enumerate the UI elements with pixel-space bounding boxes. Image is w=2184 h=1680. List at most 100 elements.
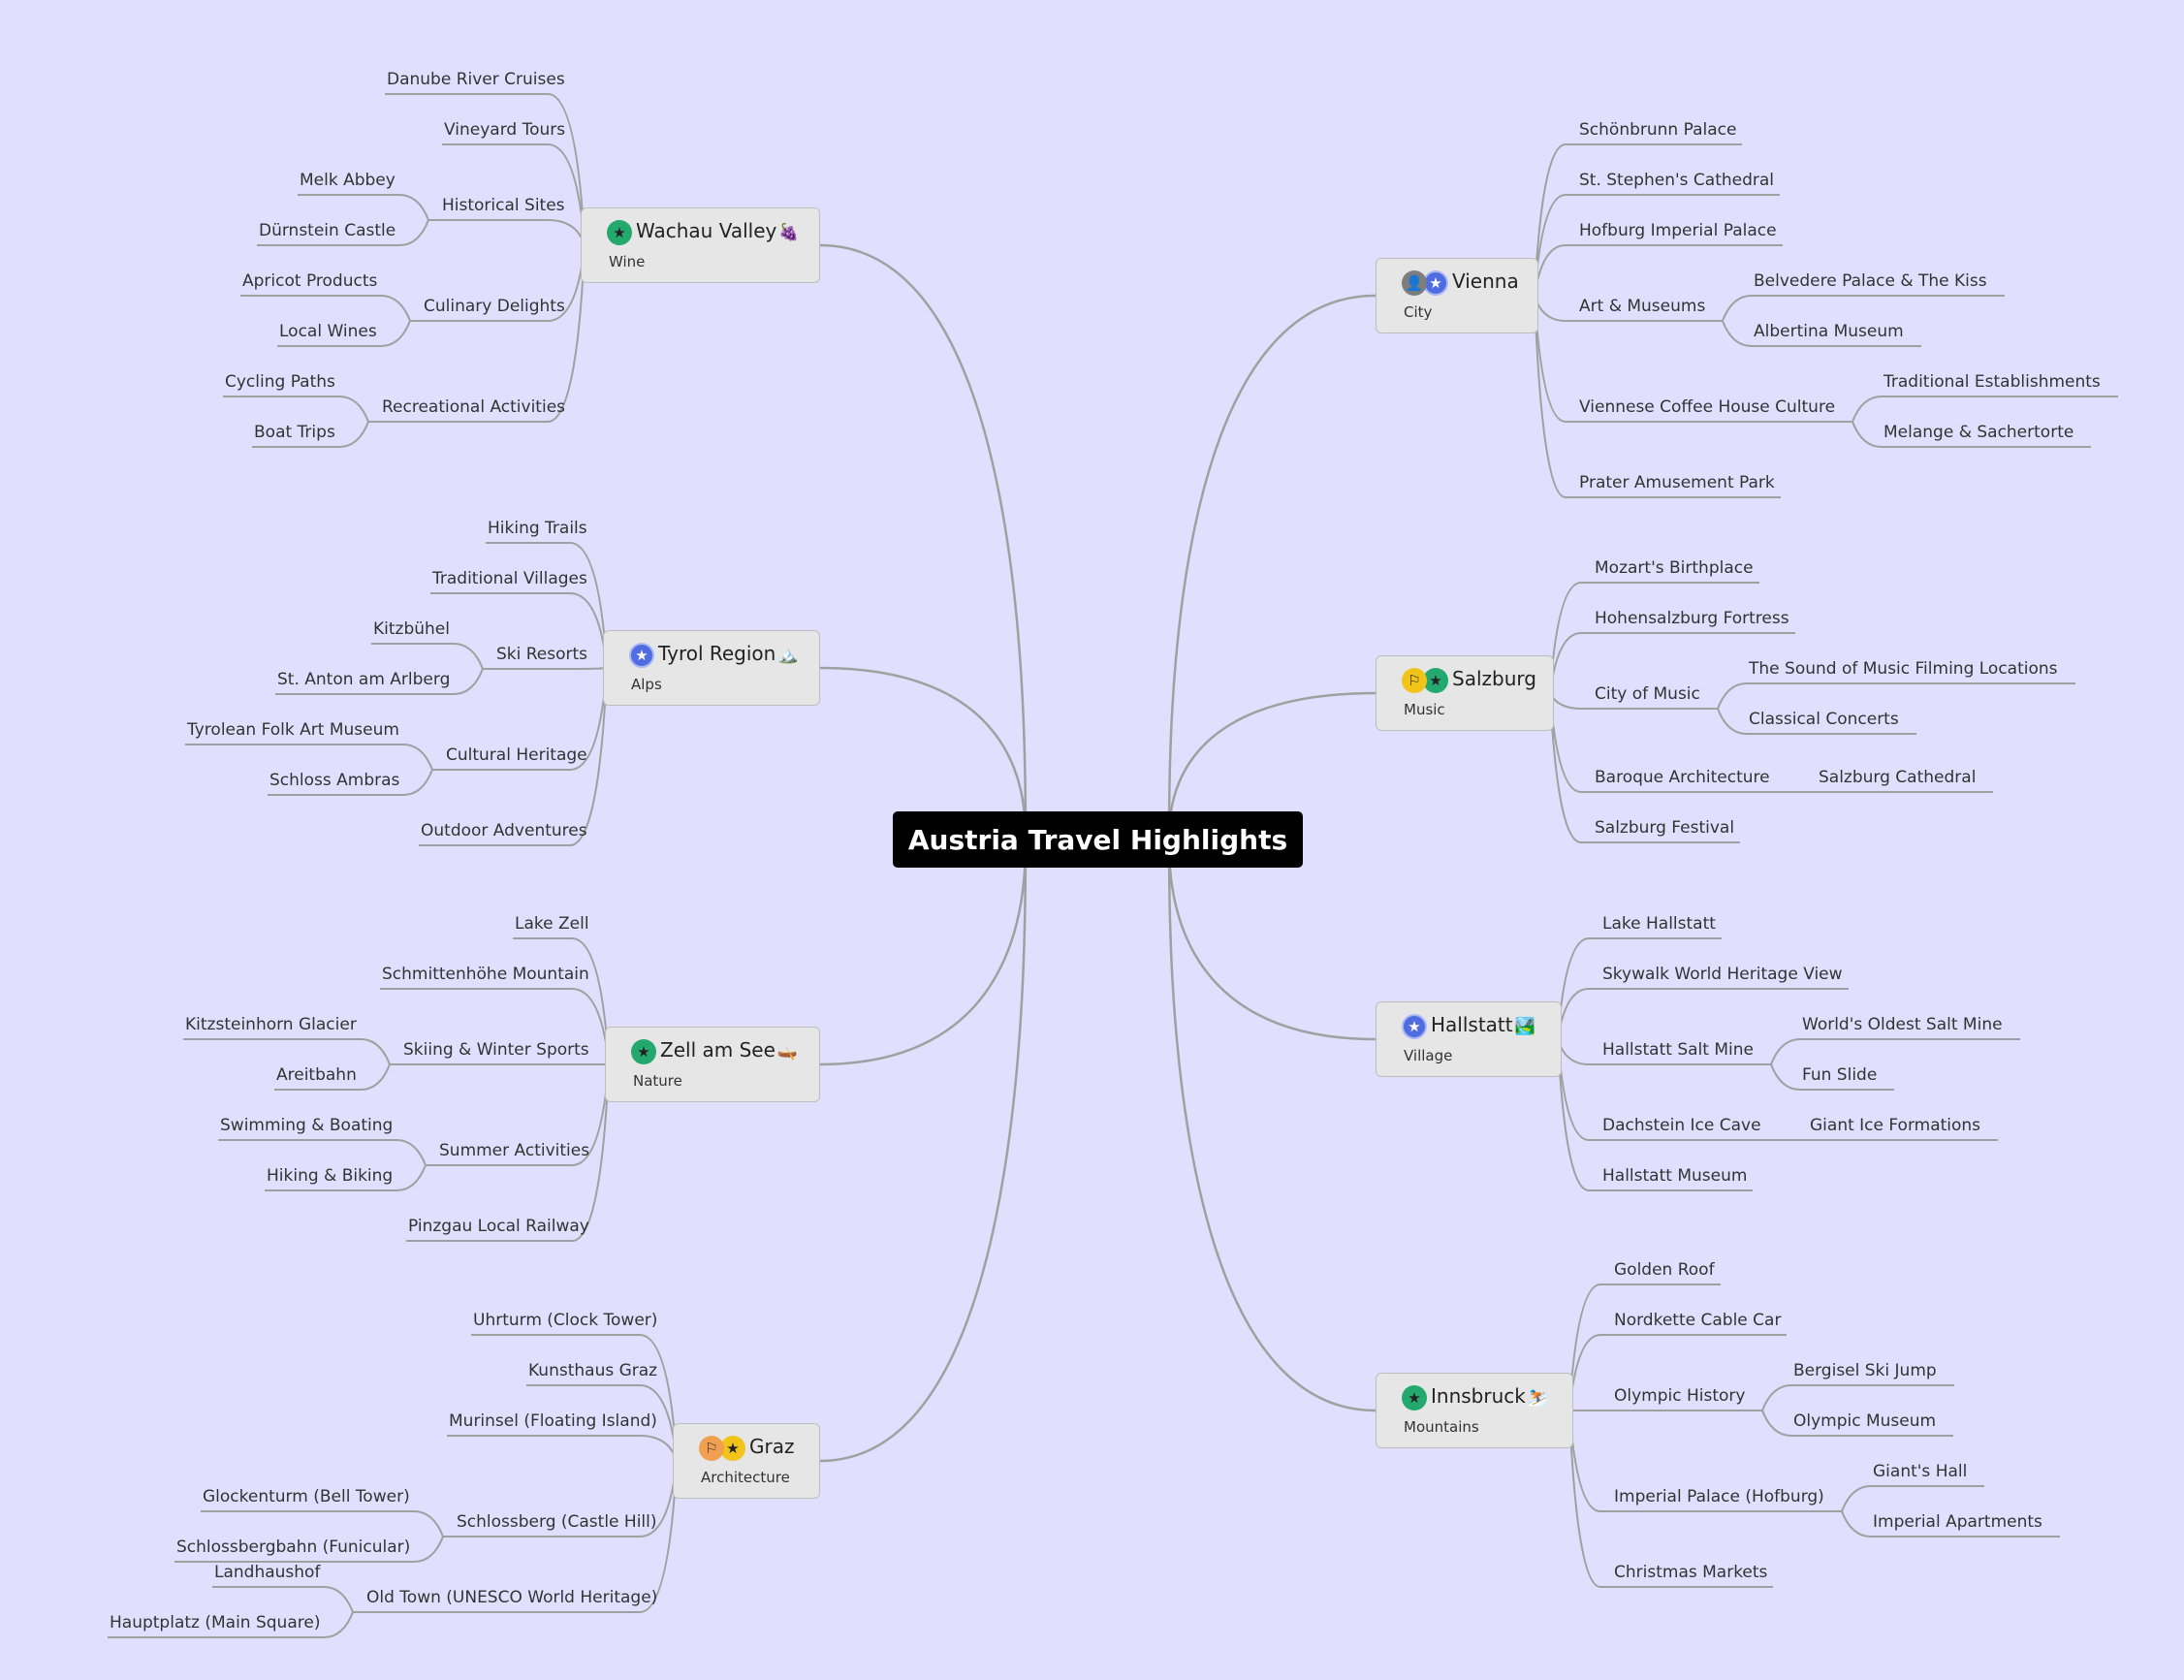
topic-innsbruck-3[interactable]: Imperial Palace (Hofburg) xyxy=(1614,1487,1824,1506)
subtopic-vienna-4-1[interactable]: Melange & Sachertorte xyxy=(1883,423,2074,442)
topic-graz-2[interactable]: Murinsel (Floating Island) xyxy=(449,1411,657,1431)
topic-zell-2[interactable]: Skiing & Winter Sports xyxy=(403,1040,589,1060)
topic-vienna-5[interactable]: Prater Amusement Park xyxy=(1579,473,1775,492)
subtopic-zell-2-1[interactable]: Areitbahn xyxy=(276,1065,357,1085)
connector-line xyxy=(108,1611,354,1638)
branch-node-innsbruck[interactable]: ★Innsbruck⛷️Mountains xyxy=(1376,1373,1573,1448)
branch-title: Graz xyxy=(749,1435,795,1458)
person-icon: 👤 xyxy=(1402,270,1427,296)
subtopic-graz-3-0[interactable]: Glockenturm (Bell Tower) xyxy=(203,1487,410,1506)
subtopic-zell-2-0[interactable]: Kitzsteinhorn Glacier xyxy=(185,1015,357,1034)
branch-node-wachau[interactable]: ★Wachau Valley🍇Wine xyxy=(581,207,820,283)
connector-line xyxy=(385,93,586,246)
topic-tyrol-2[interactable]: Ski Resorts xyxy=(496,645,588,664)
subtopic-hallstatt-3-0[interactable]: Giant Ice Formations xyxy=(1810,1116,1981,1135)
topic-wachau-1[interactable]: Vineyard Tours xyxy=(444,120,566,140)
branch-node-zell[interactable]: ★Zell am See🛶Nature xyxy=(605,1027,820,1102)
topic-hallstatt-0[interactable]: Lake Hallstatt xyxy=(1602,914,1716,934)
topic-wachau-2[interactable]: Historical Sites xyxy=(442,196,565,215)
connector-line xyxy=(218,1139,427,1166)
topic-vienna-1[interactable]: St. Stephen's Cathedral xyxy=(1579,171,1775,190)
subtopic-vienna-4-0[interactable]: Traditional Establishments xyxy=(1883,372,2101,392)
topic-salzburg-3[interactable]: Baroque Architecture xyxy=(1595,768,1770,787)
branch-node-hallstatt[interactable]: ★Hallstatt🏞️Village xyxy=(1376,1001,1562,1077)
subtopic-vienna-3-0[interactable]: Belvedere Palace & The Kiss xyxy=(1754,271,1987,291)
subtopic-vienna-3-1[interactable]: Albertina Museum xyxy=(1754,322,1904,341)
branch-title: Tyrol Region🏔️ xyxy=(658,642,799,665)
topic-wachau-4[interactable]: Recreational Activities xyxy=(382,397,566,417)
topic-graz-4[interactable]: Old Town (UNESCO World Heritage) xyxy=(366,1588,658,1607)
topic-salzburg-1[interactable]: Hohensalzburg Fortress xyxy=(1595,609,1789,628)
subtopic-innsbruck-2-1[interactable]: Olympic Museum xyxy=(1793,1411,1937,1431)
subtopic-wachau-2-1[interactable]: Dürnstein Castle xyxy=(259,221,396,240)
subtopic-innsbruck-3-0[interactable]: Giant's Hall xyxy=(1873,1462,1968,1481)
subtopic-tyrol-3-0[interactable]: Tyrolean Folk Art Museum xyxy=(187,720,399,740)
subtopic-wachau-2-0[interactable]: Melk Abbey xyxy=(300,171,396,190)
subtopic-salzburg-2-0[interactable]: The Sound of Music Filming Locations xyxy=(1749,659,2058,679)
subtopic-wachau-4-1[interactable]: Boat Trips xyxy=(254,423,335,442)
topic-zell-0[interactable]: Lake Zell xyxy=(515,914,589,934)
subtopic-innsbruck-3-1[interactable]: Imperial Apartments xyxy=(1873,1512,2042,1532)
subtopic-zell-3-1[interactable]: Hiking & Biking xyxy=(267,1166,394,1186)
topic-vienna-2[interactable]: Hofburg Imperial Palace xyxy=(1579,221,1777,240)
topic-salzburg-0[interactable]: Mozart's Birthplace xyxy=(1595,558,1754,578)
topic-wachau-0[interactable]: Danube River Cruises xyxy=(387,70,565,89)
subtopic-tyrol-3-1[interactable]: Schloss Ambras xyxy=(269,771,400,790)
topic-hallstatt-4[interactable]: Hallstatt Museum xyxy=(1602,1166,1748,1186)
topic-hallstatt-1[interactable]: Skywalk World Heritage View xyxy=(1602,965,1843,984)
subtopic-wachau-3-0[interactable]: Apricot Products xyxy=(242,271,378,291)
subtopic-hallstatt-2-0[interactable]: World's Oldest Salt Mine xyxy=(1802,1015,2003,1034)
connector-line xyxy=(1549,582,1759,694)
subtopic-zell-3-0[interactable]: Swimming & Boating xyxy=(220,1116,394,1135)
connector-line xyxy=(1717,682,2075,710)
topic-innsbruck-4[interactable]: Christmas Markets xyxy=(1614,1563,1768,1582)
connector-line xyxy=(185,744,433,771)
branch-node-tyrol[interactable]: ★Tyrol Region🏔️Alps xyxy=(603,630,820,706)
topic-tyrol-1[interactable]: Traditional Villages xyxy=(432,569,587,588)
topic-tyrol-0[interactable]: Hiking Trails xyxy=(488,519,587,538)
flag-icon: ⚐ xyxy=(1402,668,1427,693)
subtopic-tyrol-2-1[interactable]: St. Anton am Arlberg xyxy=(277,670,451,689)
topic-salzburg-2[interactable]: City of Music xyxy=(1595,684,1700,704)
topic-vienna-4[interactable]: Viennese Coffee House Culture xyxy=(1579,397,1836,417)
topic-hallstatt-2[interactable]: Hallstatt Salt Mine xyxy=(1602,1040,1754,1060)
connector-line xyxy=(494,667,608,670)
branch-subtitle: Architecture xyxy=(701,1469,790,1486)
topic-hallstatt-3[interactable]: Dachstein Ice Cave xyxy=(1602,1116,1761,1135)
subtopic-salzburg-2-1[interactable]: Classical Concerts xyxy=(1749,710,1899,729)
topic-wachau-3[interactable]: Culinary Delights xyxy=(424,297,565,316)
topic-zell-3[interactable]: Summer Activities xyxy=(439,1141,590,1160)
branch-subtitle: Music xyxy=(1404,701,1445,718)
central-topic[interactable]: Austria Travel Highlights xyxy=(893,811,1303,868)
topic-vienna-0[interactable]: Schönbrunn Palace xyxy=(1579,120,1737,140)
topic-innsbruck-2[interactable]: Olympic History xyxy=(1614,1386,1746,1406)
topic-graz-3[interactable]: Schlossberg (Castle Hill) xyxy=(457,1512,657,1532)
connector-line xyxy=(471,1334,678,1462)
topic-salzburg-4[interactable]: Salzburg Festival xyxy=(1595,818,1735,838)
subtopic-wachau-4-0[interactable]: Cycling Paths xyxy=(225,372,335,392)
subtopic-wachau-3-1[interactable]: Local Wines xyxy=(279,322,377,341)
topic-innsbruck-0[interactable]: Golden Roof xyxy=(1614,1260,1715,1280)
subtopic-graz-4-1[interactable]: Hauptplatz (Main Square) xyxy=(110,1613,321,1632)
star-icon: ★ xyxy=(720,1436,745,1461)
topic-innsbruck-1[interactable]: Nordkette Cable Car xyxy=(1614,1311,1782,1330)
subtopic-graz-3-1[interactable]: Schlossbergbahn (Funicular) xyxy=(176,1537,411,1557)
topic-zell-4[interactable]: Pinzgau Local Railway xyxy=(408,1217,589,1236)
subtopic-innsbruck-2-0[interactable]: Bergisel Ski Jump xyxy=(1793,1361,1937,1380)
topic-tyrol-4[interactable]: Outdoor Adventures xyxy=(421,821,587,840)
connector-line xyxy=(440,219,586,246)
subtopic-tyrol-2-0[interactable]: Kitzbühel xyxy=(373,619,450,639)
topic-vienna-3[interactable]: Art & Museums xyxy=(1579,297,1706,316)
connector-line xyxy=(257,219,429,246)
subtopic-salzburg-3-0[interactable]: Salzburg Cathedral xyxy=(1819,768,1977,787)
subtopic-hallstatt-2-1[interactable]: Fun Slide xyxy=(1802,1065,1878,1085)
subtopic-graz-4-0[interactable]: Landhaushof xyxy=(214,1563,321,1582)
connector-line xyxy=(265,1164,427,1191)
topic-graz-0[interactable]: Uhrturm (Clock Tower) xyxy=(473,1311,658,1330)
topic-tyrol-3[interactable]: Cultural Heritage xyxy=(446,745,587,765)
topic-zell-1[interactable]: Schmittenhöhe Mountain xyxy=(382,965,589,984)
topic-graz-1[interactable]: Kunsthaus Graz xyxy=(528,1361,658,1380)
